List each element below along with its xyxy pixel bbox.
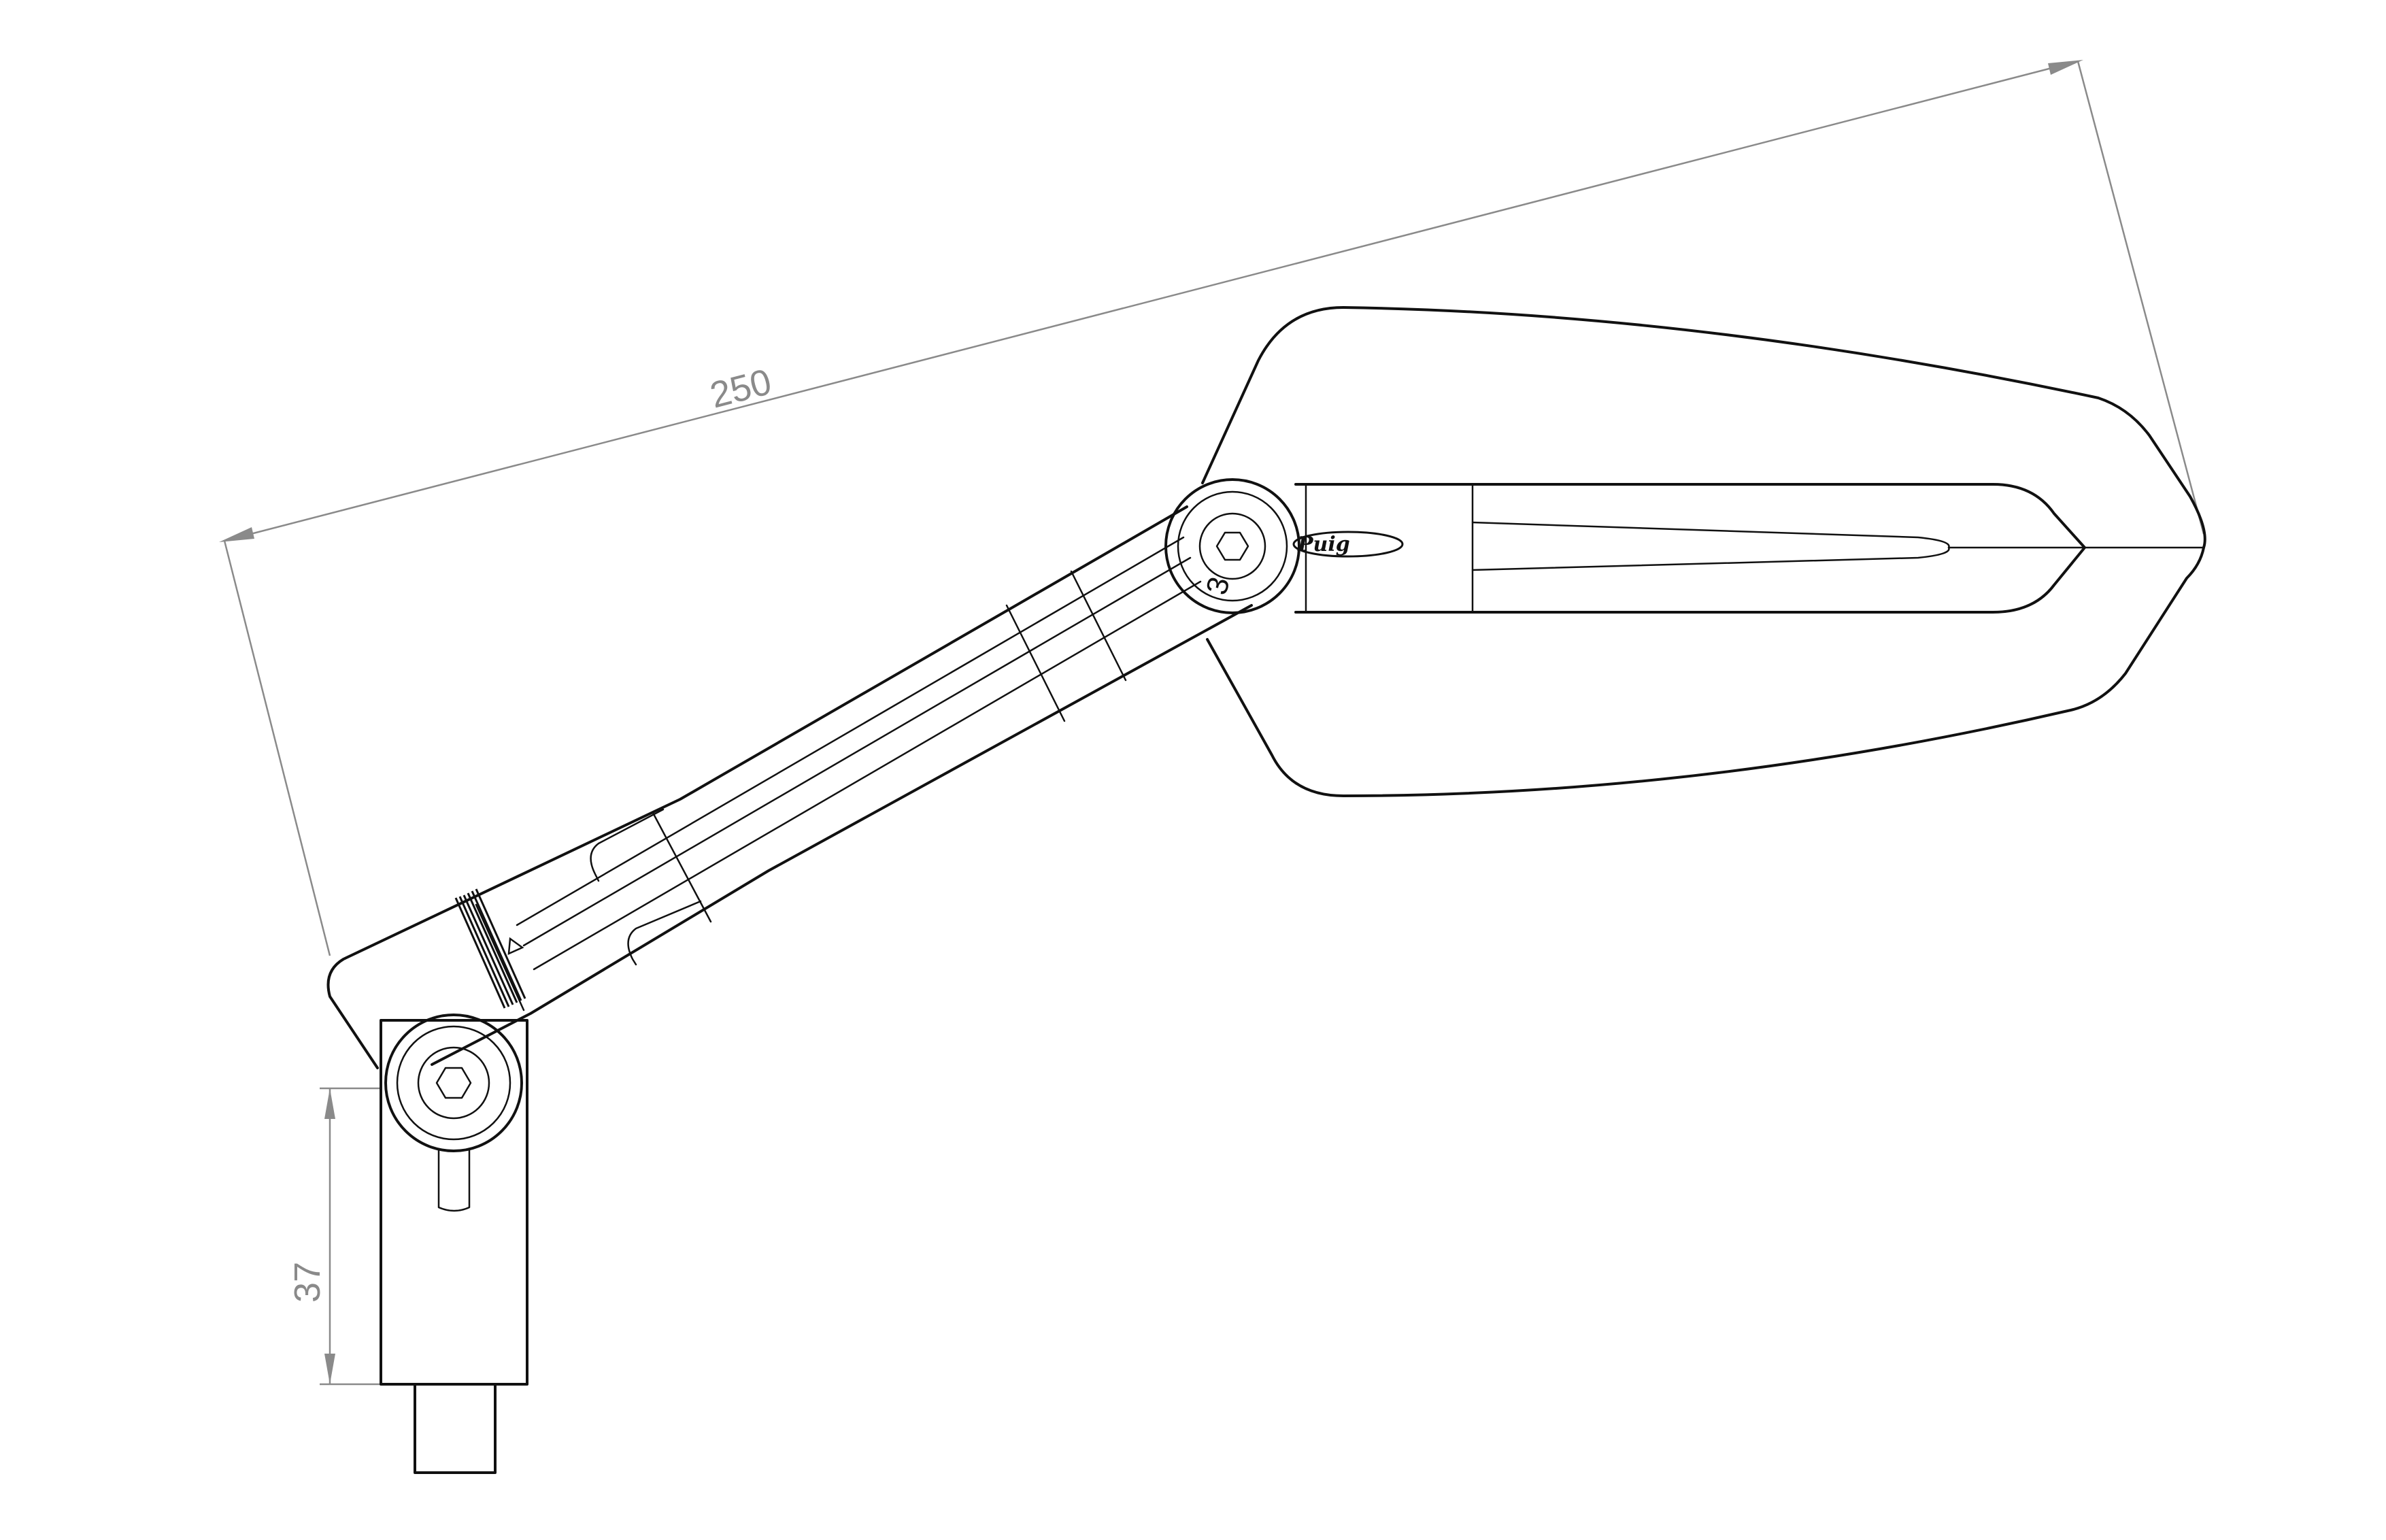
logo-swoosh [1292,531,1404,558]
mirror-housing [1201,306,2206,797]
lower-pivot-joint[interactable] [384,1014,523,1152]
arrow-right-icon [2048,60,2083,75]
pivot-ring-outer [1164,478,1300,614]
mount-body [380,1019,528,1386]
extension-line-right [2077,61,2205,535]
brand-logo: Puig [1292,531,1404,558]
arm-slot-lower [627,900,702,966]
upper-pivot-joint[interactable]: 3 [1164,478,1300,614]
arm-line-1 [516,536,1185,926]
arm-line-2 [522,556,1192,947]
dimension-line-overall [224,60,2079,542]
dimension-mount-height: 37 [287,1087,381,1386]
hex-socket-bolt-icon [435,1067,472,1099]
dimension-label-height: 37 [287,1262,328,1303]
arrow-left-icon [219,527,254,542]
mount-stem [414,1383,497,1474]
arm-outer-upper [326,505,1188,1069]
arrow-down-icon [324,1354,335,1384]
triangle-marker-icon [507,937,524,956]
brand-logo-text: Puig [1297,533,1350,556]
arm-segment-1 [1005,604,1066,722]
adjustment-knurl[interactable] [454,888,526,1009]
mount-block [380,1019,528,1474]
hex-socket-bolt-icon [1215,531,1249,561]
arm-slot-upper [590,808,665,882]
lower-pivot-ring-outer [384,1014,523,1152]
arm-outer-lower [431,604,1253,1066]
bolt-head [1198,512,1266,580]
pivot-ring-inner [1177,490,1288,602]
dimension-overall-length: 250 [219,60,2205,956]
arm-segment-3 [652,811,712,923]
dimension-label-overall: 250 [706,361,775,416]
arm-line-3 [533,580,1202,971]
lower-pivot-ring-inner [396,1025,511,1141]
pivot-marking: 3 [1200,573,1237,598]
arm-segment-2 [1070,570,1127,682]
arrow-up-icon [324,1088,335,1119]
mount-slot [437,1148,471,1212]
mirror-arm [326,505,1253,1069]
mirror-head: Puig [1201,306,2206,797]
arm-collar-line [475,903,525,1011]
mirror-spine-groove [1471,521,1950,571]
lower-bolt-head [417,1046,490,1120]
extension-line-left [223,540,331,956]
